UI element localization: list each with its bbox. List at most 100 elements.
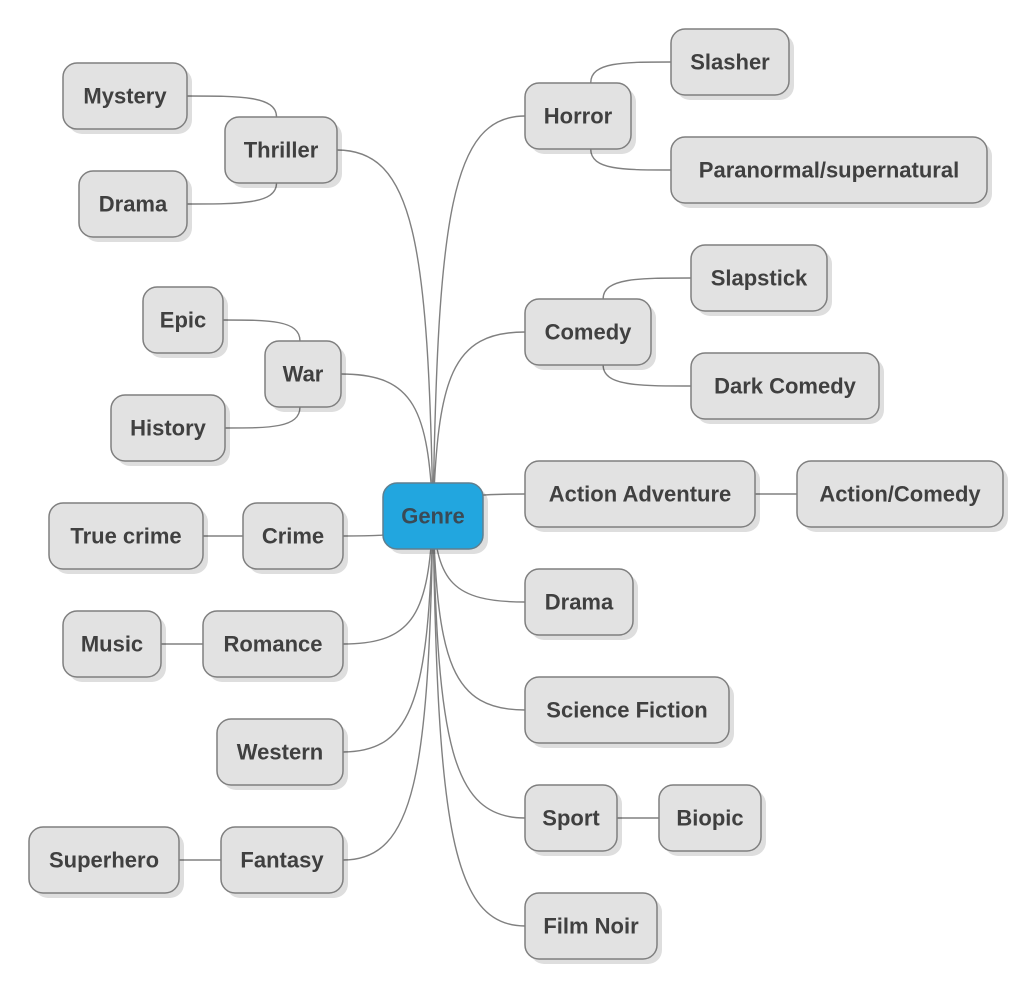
link-thriller-drama-left [186,182,278,205]
link-thriller-mystery [186,95,278,118]
node-label: Romance [223,632,322,657]
node-war[interactable]: War [264,340,346,412]
mindmap-nodes: Genre Horror SlasherParanormal/supernatura… [28,28,1008,964]
node-action-adventure[interactable]: Action Adventure [524,460,760,532]
node-comedy[interactable]: Comedy [524,298,656,370]
node-box [524,460,756,528]
node-label: Biopic [676,806,743,831]
node-science-fiction[interactable]: Science Fiction [524,676,734,748]
node-epic[interactable]: Epic [142,286,228,358]
node-action-comedy[interactable]: Action/Comedy [796,460,1008,532]
node-box [524,676,730,744]
node-box [110,394,226,462]
node-box [658,784,762,852]
node-label: Comedy [545,320,633,345]
node-label: Slasher [690,50,770,75]
link-comedy-dark-comedy [602,364,692,387]
link-horror-paranormal [590,148,672,171]
link-war-history [224,406,301,429]
node-box [796,460,1004,528]
node-label: Crime [262,524,324,549]
node-romance[interactable]: Romance [202,610,348,682]
node-box [202,610,344,678]
node-film-noir[interactable]: Film Noir [524,892,662,964]
node-box [690,352,880,420]
node-music[interactable]: Music [62,610,166,682]
node-box [224,116,338,184]
node-superhero[interactable]: Superhero [28,826,184,898]
node-slapstick[interactable]: Slapstick [690,244,832,316]
node-label: Dark Comedy [714,374,857,399]
node-label: Science Fiction [546,698,707,723]
node-box [28,826,180,894]
link-genre-thriller [336,149,434,517]
node-label: War [283,362,324,387]
node-box [524,568,634,636]
node-label: Paranormal/supernatural [699,158,959,183]
link-genre-sport [432,515,526,819]
node-box [264,340,342,408]
node-label: True crime [70,524,181,549]
node-box [670,28,790,96]
node-label: Fantasy [240,848,324,873]
node-label: Sport [542,806,600,831]
node-label: Epic [160,308,206,333]
link-genre-horror [432,115,526,517]
node-label: Film Noir [543,914,639,939]
node-box [48,502,204,570]
link-genre-film-noir [432,515,526,927]
link-war-epic [222,319,301,342]
link-genre-western [342,515,434,753]
node-drama-right[interactable]: Drama [524,568,638,640]
node-box [242,502,344,570]
node-fantasy[interactable]: Fantasy [220,826,348,898]
node-box [670,136,988,204]
node-dark-comedy[interactable]: Dark Comedy [690,352,884,424]
node-box [78,170,188,238]
node-genre[interactable]: Genre [382,482,488,554]
node-thriller[interactable]: Thriller [224,116,342,188]
link-genre-war [340,373,434,517]
node-paranormal[interactable]: Paranormal/supernatural [670,136,992,208]
node-label: Slapstick [711,266,808,291]
node-western[interactable]: Western [216,718,348,790]
link-genre-comedy [432,331,526,517]
mindmap-links [161,61,797,927]
node-label: Thriller [244,138,319,163]
node-label: Action Adventure [549,482,732,507]
node-crime[interactable]: Crime [242,502,348,574]
link-horror-slasher [590,61,672,84]
node-box [524,82,632,150]
node-box [382,482,484,550]
node-box [216,718,344,786]
node-label: Western [237,740,323,765]
node-box [524,298,652,366]
node-history[interactable]: History [110,394,230,466]
node-label: Drama [545,590,614,615]
link-comedy-slapstick [602,277,692,300]
node-sport[interactable]: Sport [524,784,622,856]
node-label: History [130,416,207,441]
node-drama-left[interactable]: Drama [78,170,192,242]
node-label: Action/Comedy [819,482,981,507]
node-box [142,286,224,354]
node-label: Mystery [83,84,167,109]
node-biopic[interactable]: Biopic [658,784,766,856]
link-genre-science-fiction [432,515,526,711]
node-label: Drama [99,192,168,217]
node-label: Horror [544,104,613,129]
node-box [220,826,344,894]
node-box [62,62,188,130]
node-label: Music [81,632,143,657]
node-horror[interactable]: Horror [524,82,636,154]
node-box [524,892,658,960]
link-genre-fantasy [342,515,434,861]
node-box [524,784,618,852]
node-label: Genre [401,504,465,529]
node-mystery[interactable]: Mystery [62,62,192,134]
node-box [690,244,828,312]
node-slasher[interactable]: Slasher [670,28,794,100]
node-box [62,610,162,678]
node-true-crime[interactable]: True crime [48,502,208,574]
